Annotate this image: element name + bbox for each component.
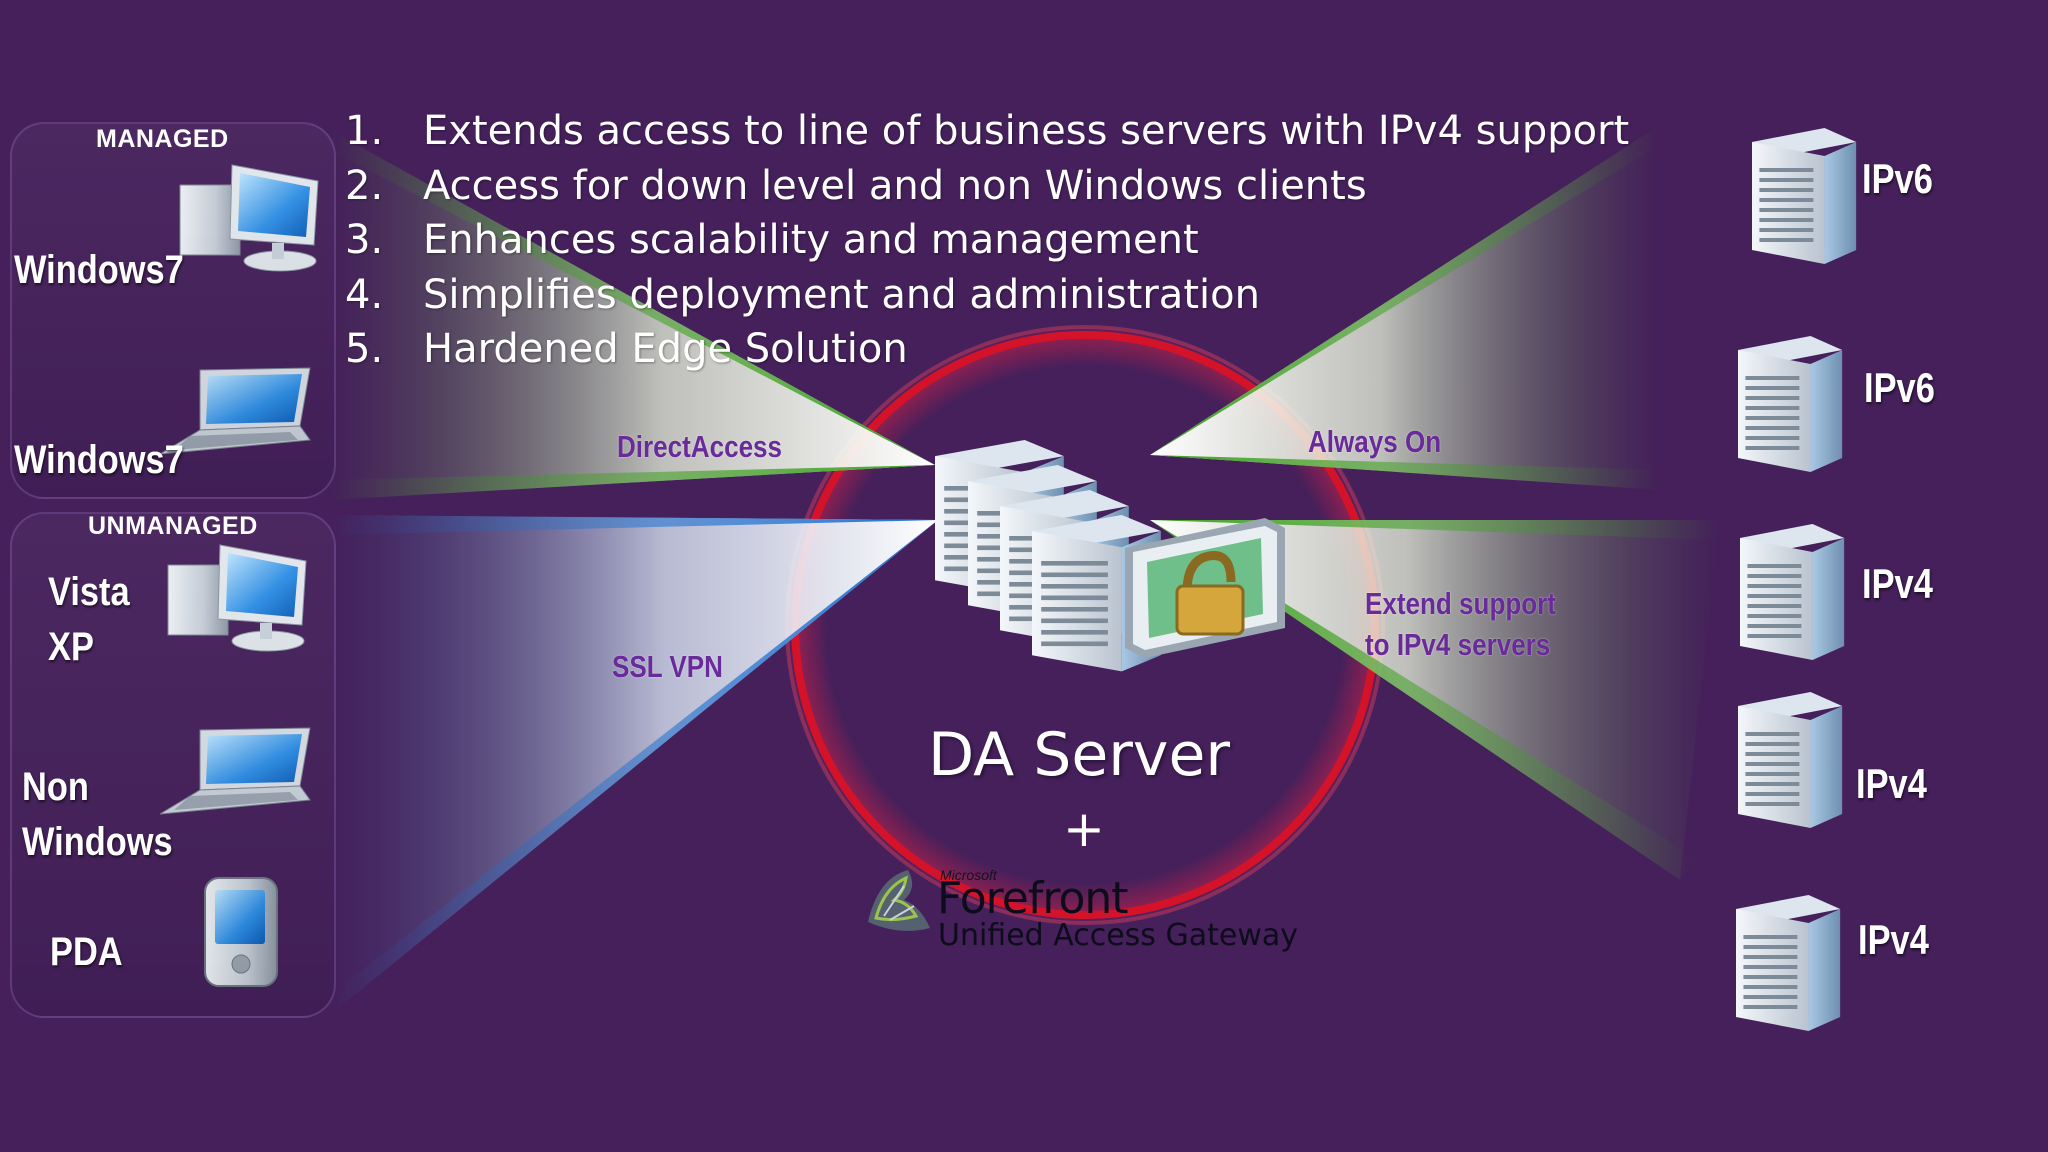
beam-ssl-vpn	[330, 515, 938, 1015]
device-label-windows7-desktop: Windows7	[14, 248, 184, 292]
product-name: Forefront	[937, 873, 1129, 924]
forefront-logo-icon	[868, 870, 930, 931]
managed-group	[10, 122, 336, 499]
unmanaged-caption: UNMANAGED	[88, 512, 258, 540]
beam-directaccess	[330, 130, 935, 500]
server-label-ipv4-3: IPv4	[1858, 916, 1929, 963]
desktop-computer-icon	[167, 544, 307, 652]
feature-item: 1.Extends access to line of business ser…	[345, 108, 1630, 154]
padlock-icon	[1125, 518, 1285, 658]
beam-always-on	[1150, 125, 1660, 490]
server-icon	[1738, 336, 1843, 472]
server-label-ipv4-2: IPv4	[1856, 760, 1927, 807]
beam-extend-support	[1150, 520, 1720, 880]
da-server-title: DA Server	[928, 720, 1231, 790]
server-label-ipv6-2: IPv6	[1864, 364, 1935, 411]
beam-label-extend-support-2: to IPv4 servers	[1365, 627, 1551, 662]
device-label-pda: PDA	[50, 930, 123, 974]
server-icon	[1740, 524, 1845, 660]
feature-item: 2.Access for down level and non Windows …	[345, 162, 1367, 209]
desktop-computer-icon	[179, 164, 319, 272]
product-subtitle: Unified Access Gateway	[938, 918, 1298, 953]
laptop-icon	[159, 367, 311, 455]
feature-item: 4.Simplifies deployment and administrati…	[345, 271, 1260, 318]
server-label-ipv4-1: IPv4	[1862, 560, 1933, 607]
device-label-xp: XP	[48, 625, 94, 669]
server-icon	[1736, 895, 1841, 1031]
device-label-windows7-laptop: Windows7	[14, 438, 184, 482]
beam-label-always-on: Always On	[1308, 424, 1442, 459]
feature-item: 3.Enhances scalability and management	[345, 217, 1199, 263]
server-label-ipv6-1: IPv6	[1862, 155, 1933, 202]
product-vendor: Microsoft	[940, 867, 997, 883]
laptop-icon	[159, 727, 311, 815]
pda-icon	[204, 877, 278, 987]
feature-item: 5.Hardened Edge Solution	[345, 326, 908, 372]
plus-sign: +	[1063, 800, 1105, 858]
server-icon	[1738, 692, 1843, 828]
unmanaged-group	[10, 512, 336, 1018]
server-icon	[1752, 128, 1857, 264]
feature-list: 1.Extends access to line of business ser…	[345, 104, 1629, 377]
managed-caption: MANAGED	[96, 125, 229, 153]
device-label-vista: Vista	[48, 570, 130, 614]
beam-label-directaccess: DirectAccess	[617, 429, 783, 464]
device-label-windows: Windows	[22, 820, 173, 864]
beam-label-extend-support-1: Extend support	[1365, 586, 1556, 621]
device-label-non: Non	[22, 765, 89, 809]
beam-label-ssl-vpn: SSL VPN	[612, 649, 723, 684]
